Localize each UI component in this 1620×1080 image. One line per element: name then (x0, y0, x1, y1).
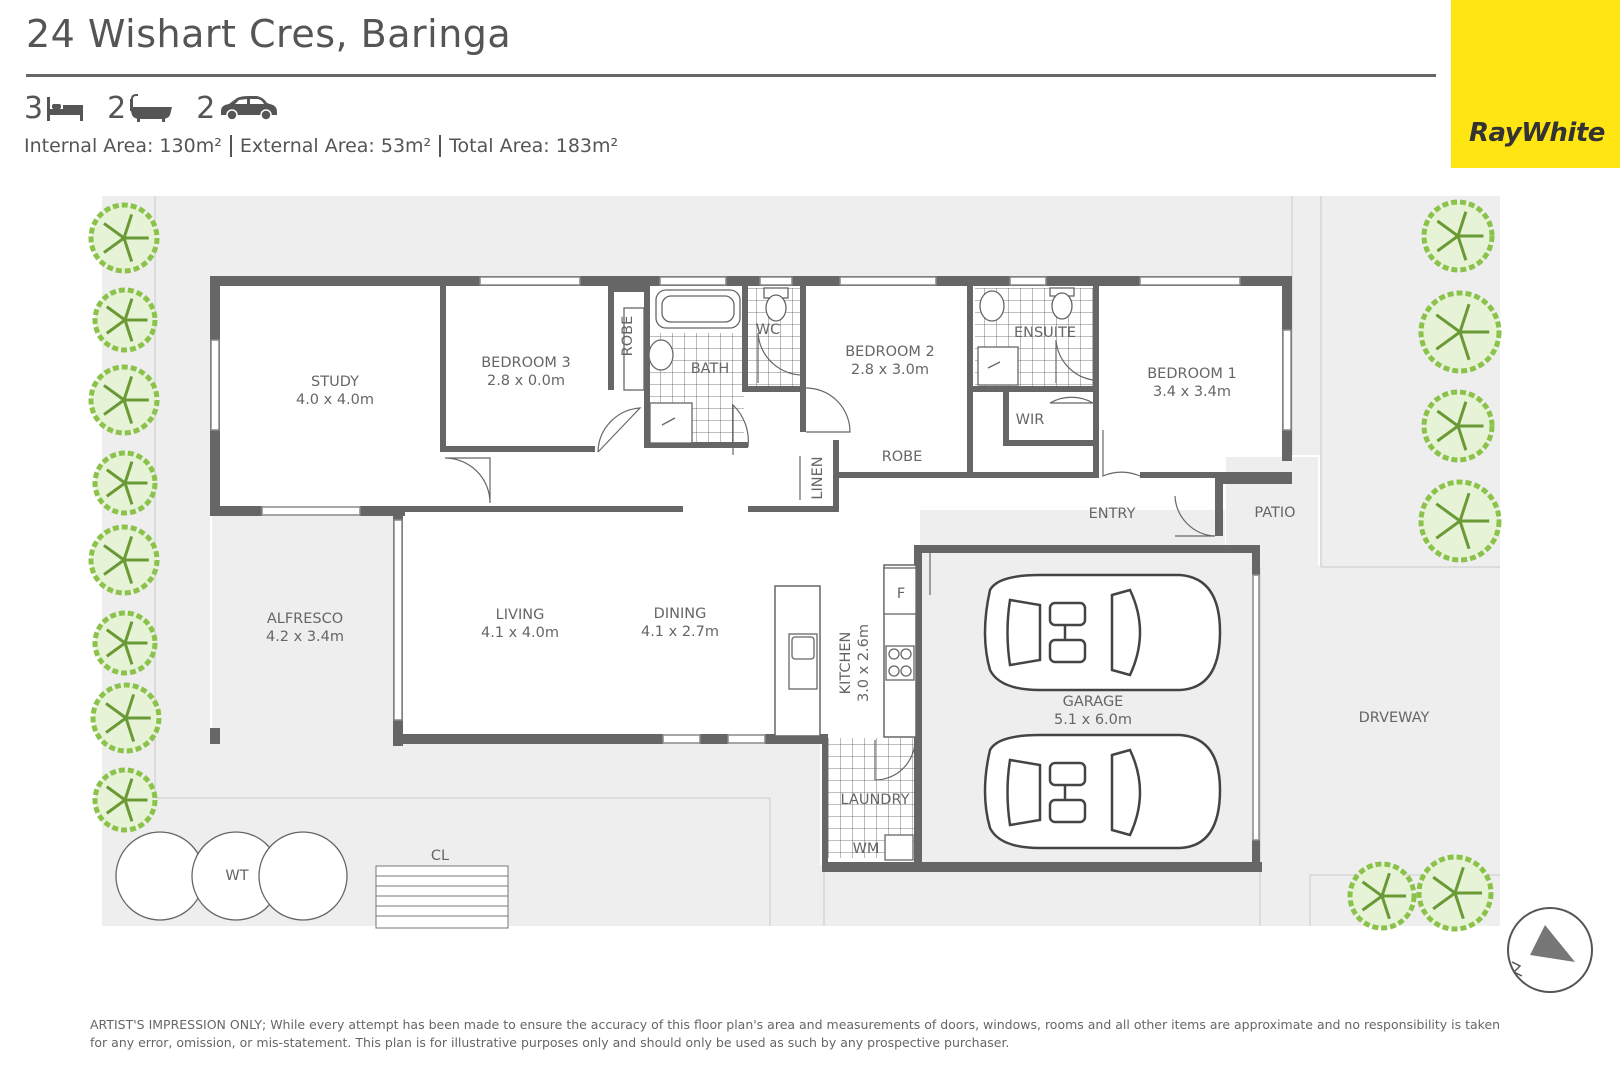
water-tank (115, 831, 348, 921)
tree-icon (92, 610, 158, 676)
bed-icon (47, 97, 84, 121)
car-top-view (983, 733, 1222, 850)
ensuite-basin (979, 290, 1005, 322)
laundry-label: LAUNDRY (841, 792, 910, 808)
alfresco-area (212, 512, 394, 742)
alfresco-dims: 4.2 x 3.4m (266, 629, 344, 645)
study-label: STUDY (311, 374, 359, 390)
tree-icon (1347, 861, 1417, 931)
tree-icon (92, 450, 158, 516)
tree-icon (1418, 290, 1502, 374)
robe-b2-label: ROBE (882, 449, 923, 465)
robe-b3-label: ROBE (620, 316, 636, 357)
laundry-tub (884, 834, 914, 861)
bedroom2-label: BEDROOM 2 (845, 344, 935, 360)
car-count: 2 (196, 91, 279, 126)
area-separator (229, 135, 232, 157)
brand-wordmark: RayWhite (1469, 118, 1605, 148)
windows (210, 276, 1292, 841)
tree-icon (88, 199, 1502, 932)
car-top-view (983, 573, 1222, 692)
clothesline (375, 865, 509, 929)
tree-icon (1416, 854, 1494, 932)
tree-icon (90, 682, 162, 754)
water-tank-label: WT (225, 868, 248, 884)
tree-icon (88, 364, 160, 436)
tree-icon (88, 202, 160, 274)
wir-label: WIR (1016, 412, 1045, 428)
property-address: 24 Wishart Cres, Baringa (26, 12, 512, 56)
bedroom3-dims: 2.8 x 0.0m (487, 373, 565, 389)
internal-area: Internal Area: 130m² (24, 135, 222, 157)
dining-dims: 4.1 x 2.7m (641, 624, 719, 640)
car-icon (221, 96, 278, 121)
property-specs: 3 2 2 (24, 88, 301, 128)
living-dims: 4.1 x 4.0m (481, 625, 559, 641)
tree-icon (1418, 479, 1502, 563)
disclaimer: ARTIST'S IMPRESSION ONLY; While every at… (90, 1017, 1501, 1050)
bathroom-count: 2 (107, 91, 174, 126)
bedroom1-label: BEDROOM 1 (1147, 366, 1237, 382)
tree-icon (88, 524, 160, 596)
ensuite-shower (977, 346, 1019, 386)
tree-icon (92, 767, 158, 833)
bedroom1-dims: 3.4 x 3.4m (1153, 384, 1231, 400)
bath-icon (130, 94, 173, 122)
bedroom2-dims: 2.8 x 3.0m (851, 362, 929, 378)
compass-icon (1507, 907, 1593, 993)
bathroom-count-value: 2 (107, 90, 127, 126)
living-label: LIVING (496, 607, 545, 623)
dining-label: DINING (654, 606, 707, 622)
external-area: External Area: 53m² (239, 135, 432, 157)
entry-label: ENTRY (1089, 506, 1136, 522)
ensuite-label: ENSUITE (1014, 325, 1076, 341)
total-area: Total Area: 183m² (449, 135, 619, 157)
room-labels: STUDY 4.0 x 4.0m BEDROOM 3 2.8 x 0.0m RO… (225, 316, 1429, 884)
wm-label: WM (853, 841, 880, 857)
fridge (883, 567, 917, 615)
car-count-value: 2 (196, 90, 216, 126)
patio-label: PATIO (1254, 505, 1295, 521)
tree-icon (92, 287, 158, 353)
area-summary: Internal Area: 130m² External Area: 53m²… (24, 135, 618, 157)
tree-icon (1421, 389, 1495, 463)
kitchen-label: KITCHEN (838, 632, 854, 695)
alfresco-label: ALFRESCO (267, 611, 343, 627)
wc-label: WC (756, 322, 780, 338)
bedroom-count-value: 3 (24, 90, 44, 126)
area-separator (439, 135, 442, 157)
door-swings (444, 332, 1216, 781)
title-divider (26, 74, 1436, 77)
bedroom-count: 3 (24, 91, 85, 126)
garage-dims: 5.1 x 6.0m (1054, 712, 1132, 728)
garage-label: GARAGE (1063, 694, 1124, 710)
fridge-label: F (897, 586, 905, 602)
bath-basin (648, 339, 674, 371)
kitchen-dims: 3.0 x 2.6m (856, 624, 872, 702)
bath-shower (649, 402, 693, 444)
clothesline-label: CL (431, 848, 449, 864)
raywhite-logo: RayWhite (1451, 0, 1620, 168)
linen-label: LINEN (810, 456, 826, 499)
fixtures (623, 287, 1075, 861)
bath-label: BATH (691, 361, 730, 377)
tree-icon (1421, 199, 1495, 273)
driveway-label: DRVEWAY (1359, 710, 1430, 726)
study-dims: 4.0 x 4.0m (296, 392, 374, 408)
bedroom3-label: BEDROOM 3 (481, 355, 571, 371)
